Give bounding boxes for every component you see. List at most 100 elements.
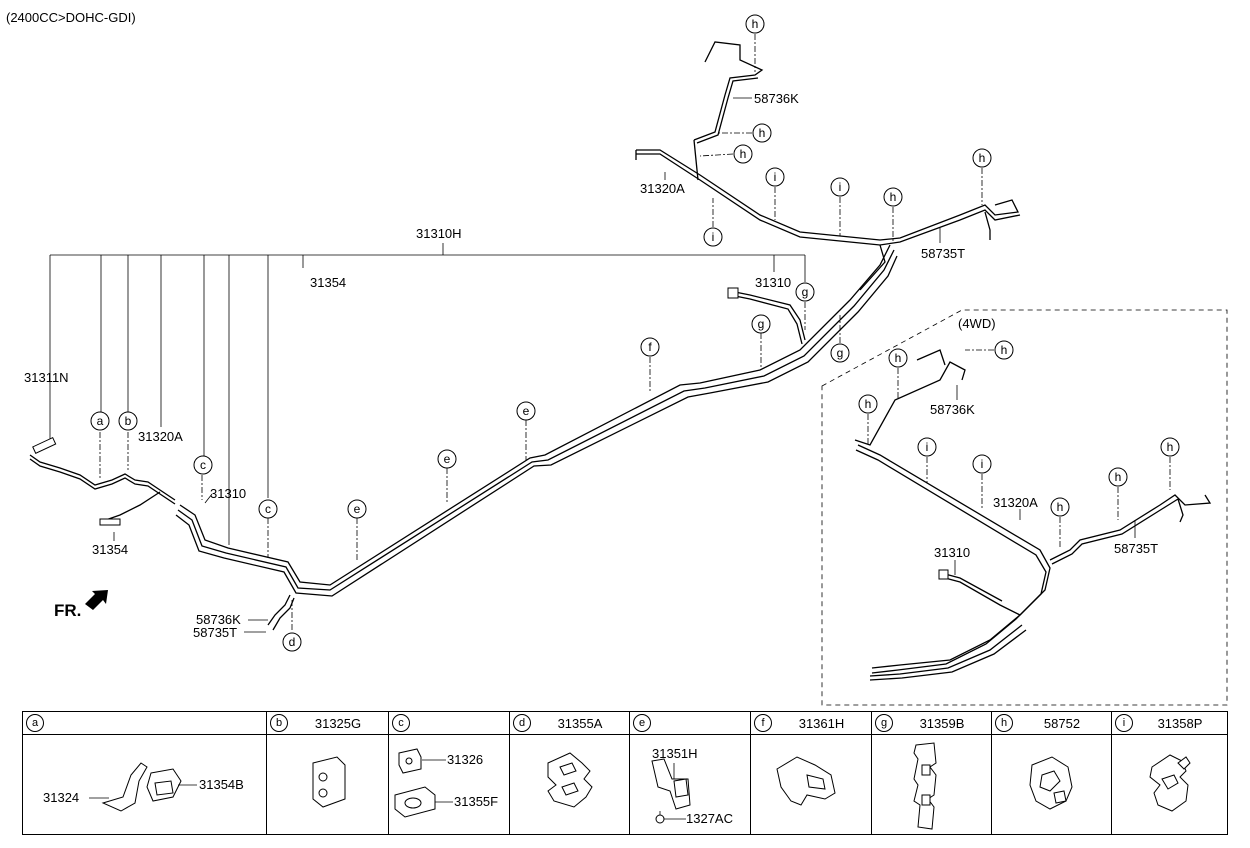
svg-text:h: h bbox=[740, 147, 747, 161]
legend-code: 31358P bbox=[1157, 715, 1203, 731]
callout-h: h bbox=[858, 394, 878, 414]
svg-text:i: i bbox=[774, 170, 777, 184]
callout-g: g bbox=[830, 343, 850, 363]
svg-text:e: e bbox=[523, 404, 530, 418]
clip-31359b-icon bbox=[913, 742, 937, 830]
callout-h: h bbox=[752, 123, 772, 143]
callouts-inset: h h h h h h i i bbox=[858, 340, 1180, 517]
callout-d: d bbox=[282, 632, 302, 652]
legend-letter: g bbox=[875, 714, 893, 732]
legend-code: 31361H bbox=[798, 715, 845, 731]
legend-cell-i: i 31358P bbox=[1111, 711, 1228, 835]
legend-letter: f bbox=[754, 714, 772, 732]
callout-g: g bbox=[751, 314, 771, 334]
parts-legend-table: a 31324 31354B b 31325G bbox=[22, 711, 1228, 835]
label-31320a-top: 31320A bbox=[640, 181, 685, 196]
svg-text:h: h bbox=[1001, 343, 1008, 357]
svg-text:g: g bbox=[758, 317, 765, 331]
part-31355f: 31355F bbox=[454, 794, 498, 809]
assembly-leader-tree bbox=[49, 243, 806, 545]
inset-label-31320a: 31320A bbox=[993, 495, 1038, 510]
callout-h: h bbox=[888, 348, 908, 368]
svg-text:h: h bbox=[890, 190, 897, 204]
inset-callout-leaders bbox=[867, 349, 1171, 575]
svg-text:h: h bbox=[895, 351, 902, 365]
part-1327ac: 1327AC bbox=[686, 811, 733, 826]
part-31324: 31324 bbox=[43, 790, 79, 805]
legend-code: 58752 bbox=[1043, 715, 1081, 731]
legend-code: 31355A bbox=[557, 715, 603, 731]
callout-h: h bbox=[1160, 437, 1180, 457]
svg-text:h: h bbox=[759, 126, 766, 140]
svg-text:FR.: FR. bbox=[54, 601, 81, 620]
svg-text:i: i bbox=[839, 180, 842, 194]
svg-text:i: i bbox=[712, 230, 715, 244]
legend-letter: i bbox=[1115, 714, 1133, 732]
callout-h: h bbox=[1050, 497, 1070, 517]
front-arrow-indicator: FR. bbox=[54, 590, 108, 620]
legend-code: 31325G bbox=[314, 715, 362, 731]
callout-b: b bbox=[118, 411, 138, 431]
legend-letter: a bbox=[26, 714, 44, 732]
svg-text:i: i bbox=[981, 457, 984, 471]
callout-e: e bbox=[437, 449, 457, 469]
clip-assembly-icon: 31324 31354B bbox=[43, 762, 244, 812]
callout-c: c bbox=[193, 455, 213, 475]
legend-letter: b bbox=[270, 714, 288, 732]
inset-4wd: (4WD) bbox=[821, 309, 1228, 706]
label-31320a-left: 31320A bbox=[138, 429, 183, 444]
rear-pipe-branch bbox=[635, 41, 1021, 345]
label-31354-top: 31354 bbox=[310, 275, 346, 290]
svg-text:h: h bbox=[1115, 470, 1122, 484]
svg-text:e: e bbox=[354, 502, 361, 516]
callouts-main: a b c c d e e e f g g g h h h h h i i i bbox=[90, 14, 992, 652]
label-58735t-right: 58735T bbox=[921, 246, 965, 261]
callout-g: g bbox=[795, 282, 815, 302]
label-58736k-top: 58736K bbox=[754, 91, 799, 106]
callout-i: i bbox=[830, 177, 850, 197]
svg-text:h: h bbox=[752, 17, 759, 31]
label-31310h: 31310H bbox=[416, 226, 462, 241]
svg-text:h: h bbox=[865, 397, 872, 411]
legend-cell-f: f 31361H bbox=[750, 711, 872, 835]
clip-58752-icon bbox=[1029, 756, 1073, 810]
callout-h: h bbox=[994, 340, 1014, 360]
part-31351h: 31351H bbox=[652, 746, 698, 761]
callout-i: i bbox=[972, 454, 992, 474]
callout-h: h bbox=[883, 187, 903, 207]
callout-h: h bbox=[745, 14, 765, 34]
svg-text:i: i bbox=[926, 440, 929, 454]
svg-text:d: d bbox=[289, 635, 296, 649]
callout-i: i bbox=[765, 167, 785, 187]
svg-text:g: g bbox=[837, 346, 844, 360]
inset-label-31310: 31310 bbox=[934, 545, 970, 560]
label-31311n: 31311N bbox=[24, 370, 69, 385]
callout-f: f bbox=[640, 337, 660, 357]
clip-31358p-icon bbox=[1149, 754, 1191, 812]
callout-h: h bbox=[972, 148, 992, 168]
svg-text:g: g bbox=[802, 285, 809, 299]
svg-text:a: a bbox=[97, 414, 104, 428]
callout-h: h bbox=[1108, 467, 1128, 487]
clip-31355a-icon bbox=[547, 752, 593, 808]
engine-spec-label: (2400CC>DOHC-GDI) bbox=[6, 10, 136, 25]
label-31310-right: 31310 bbox=[755, 275, 791, 290]
legend-code: 31359B bbox=[919, 715, 965, 731]
svg-text:c: c bbox=[265, 502, 271, 516]
label-31354-bottom: 31354 bbox=[92, 542, 128, 557]
callout-h: h bbox=[733, 144, 753, 164]
clip-31326-icon: 31326 31355F bbox=[394, 748, 498, 818]
label-58735t-bottom: 58735T bbox=[193, 625, 237, 640]
legend-cell-g: g 31359B bbox=[871, 711, 992, 835]
svg-text:h: h bbox=[979, 151, 986, 165]
front-feed-pipe bbox=[29, 436, 176, 526]
legend-letter: d bbox=[513, 714, 531, 732]
part-31354b: 31354B bbox=[199, 777, 244, 792]
callout-i: i bbox=[703, 227, 723, 247]
label-58736k-bottom: 58736K bbox=[196, 612, 241, 627]
callout-leaders bbox=[99, 34, 983, 630]
callout-e: e bbox=[516, 401, 536, 421]
svg-text:h: h bbox=[1167, 440, 1174, 454]
main-fuel-line-assembly: 31310H 31354 31311N 31320A 31310 31354 5… bbox=[24, 14, 1021, 652]
